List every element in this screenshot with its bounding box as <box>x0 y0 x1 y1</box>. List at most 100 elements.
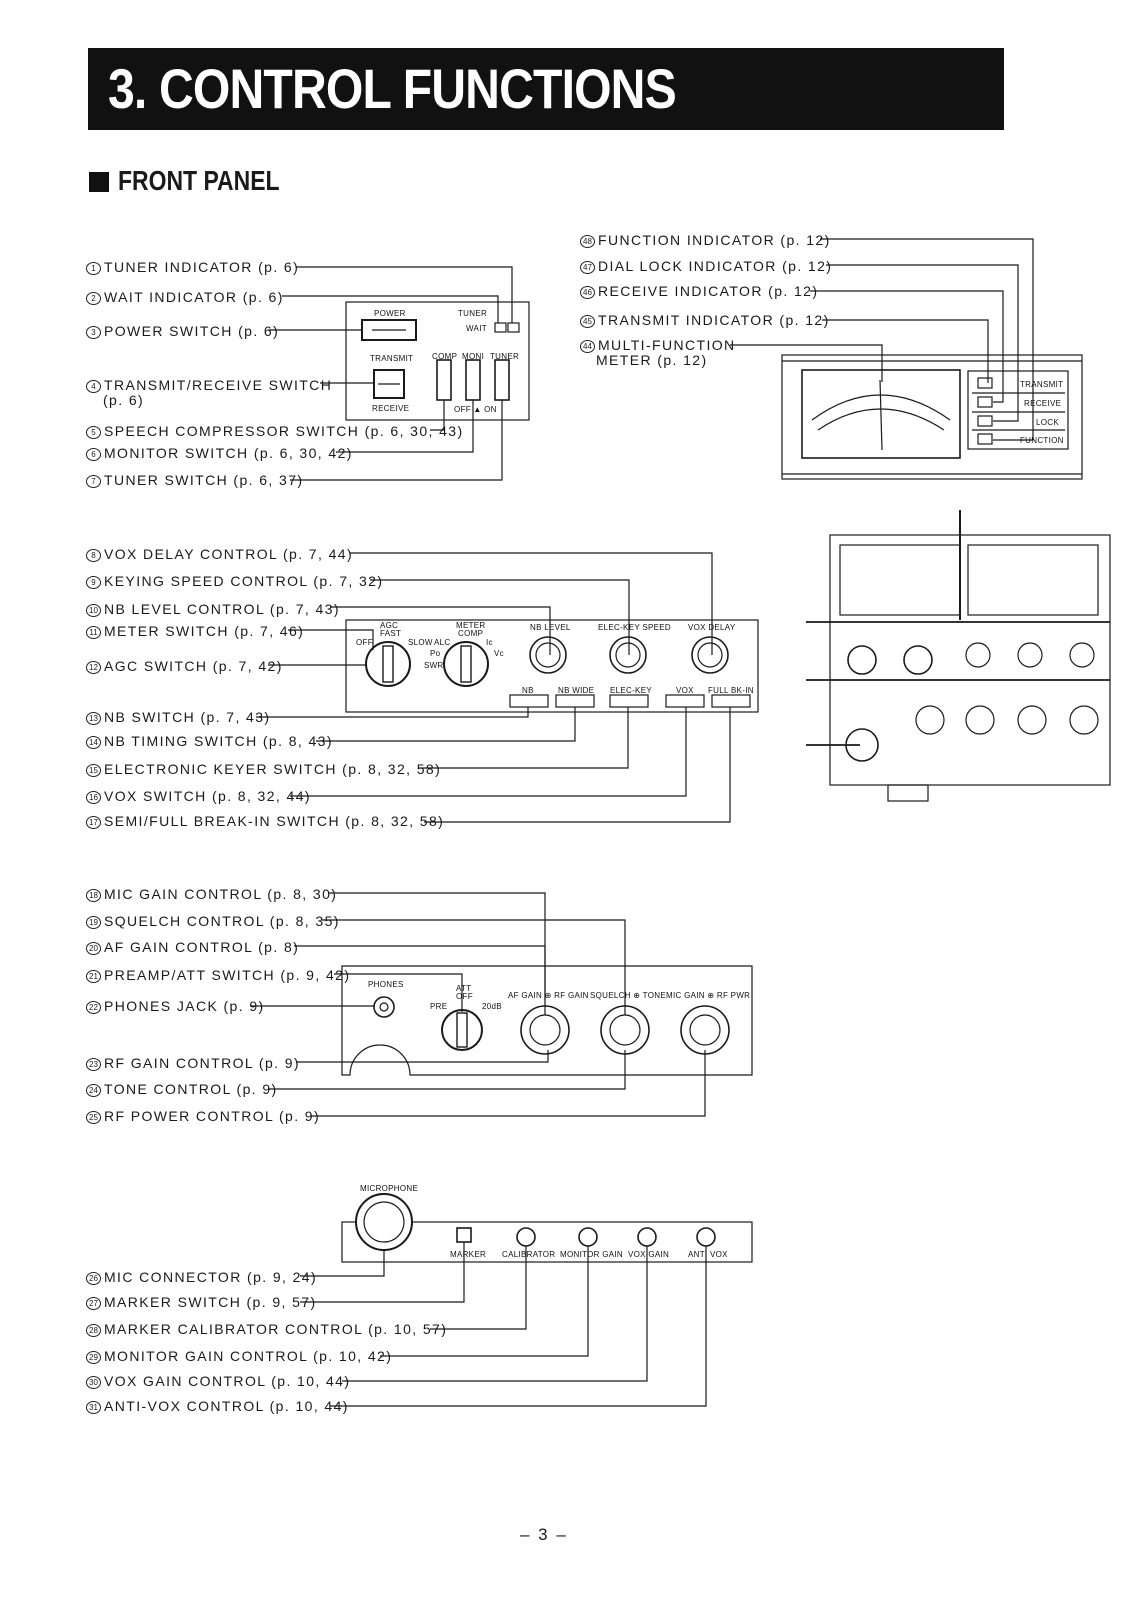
monitor-gain-label: MONITOR GAIN <box>560 1250 624 1259</box>
receive-label: RECEIVE <box>372 404 410 413</box>
calibrator-control <box>516 1227 536 1247</box>
transmit-led <box>977 377 993 389</box>
tuner-led-label: TUNER <box>458 309 488 318</box>
full-bk-in-label: FULL BK-IN <box>708 686 754 695</box>
title-bar <box>88 48 1004 130</box>
comp-switch-body <box>436 359 452 401</box>
calibrator-label: CALIBRATOR <box>502 1250 556 1259</box>
marker-label: MARKER <box>450 1250 487 1259</box>
20db-label: 20dB <box>482 1002 502 1011</box>
nb-wide-label: NB WIDE <box>558 686 595 695</box>
marker-switch-body <box>456 1227 472 1243</box>
rig-overview-outline <box>829 534 1111 786</box>
tuner-switch-label: TUNER <box>490 352 520 361</box>
bottom-panel-outline <box>341 1221 753 1263</box>
full-bk-in-switch-body <box>711 694 751 708</box>
tuner-led <box>507 322 520 333</box>
nb-wide-switch-body <box>555 694 595 708</box>
vox-gain-label: VOX GAIN <box>628 1250 670 1259</box>
agc-knob <box>365 641 411 687</box>
att-label: ATT <box>456 984 472 993</box>
wait-led <box>494 322 507 333</box>
meter-knob <box>443 641 489 687</box>
receive-led <box>977 396 993 408</box>
nb-switch-body <box>509 694 549 708</box>
power-label: POWER <box>374 309 406 318</box>
af-rf-gain-label: AF GAIN ⊕ RF GAIN <box>508 991 589 1000</box>
anti-vox-label: ANTI VOX <box>688 1250 728 1259</box>
elec-key-switch-body <box>609 694 649 708</box>
ic-label: Ic <box>486 638 493 647</box>
middle-panel-outline <box>345 619 759 713</box>
tuner-switch-body <box>494 359 510 401</box>
vox-switch-body <box>665 694 705 708</box>
preamp-att-knob <box>441 1009 483 1051</box>
page-number: – 3 – <box>520 1525 568 1544</box>
lower-panel-outline <box>341 965 753 1076</box>
off-label: OFF <box>356 638 373 647</box>
swr-label: SWR <box>424 661 444 670</box>
callout-4-page: (p. 6) <box>103 392 145 408</box>
phones-jack-ring <box>373 996 395 1018</box>
anti-vox-control <box>696 1227 716 1247</box>
mic-rf-pwr-label: MIC GAIN ⊕ RF PWR <box>666 991 751 1000</box>
mic-gain-rf-pwr-knob <box>680 1005 730 1055</box>
meter-label: METER <box>456 621 486 630</box>
multi-function-meter <box>801 369 961 459</box>
section-bullet <box>89 172 109 192</box>
vox-gain-control <box>637 1227 657 1247</box>
po-label: Po <box>430 649 441 658</box>
vc-label: Vc <box>494 649 504 658</box>
wait-led-label: WAIT <box>466 324 487 333</box>
transmit-receive-switch-body <box>373 369 405 399</box>
r-transmit-label: TRANSMIT <box>1020 380 1064 389</box>
moni-label: MONI <box>462 352 485 361</box>
nb-level-knob <box>529 636 567 674</box>
off-on-label: OFF ▲ ON <box>454 405 497 414</box>
meter-panel-outline <box>781 354 1083 480</box>
nb-level-label: NB LEVEL <box>530 623 571 632</box>
comp-meter-label: COMP <box>458 629 484 638</box>
function-led <box>977 433 993 445</box>
page-title: 3. CONTROL FUNCTIONS <box>108 57 677 120</box>
comp-label: COMP <box>432 352 458 361</box>
monitor-gain-control <box>578 1227 598 1247</box>
alc-label: ALC <box>434 638 451 647</box>
elec-key-speed-label: ELEC-KEY SPEED <box>598 623 671 632</box>
att-off-label: OFF <box>456 992 473 1001</box>
vox-delay-knob <box>691 636 729 674</box>
elec-key-speed-knob <box>609 636 647 674</box>
lock-led <box>977 415 993 427</box>
upper-left-panel-outline <box>345 301 530 421</box>
agc-label: AGC <box>380 621 399 630</box>
